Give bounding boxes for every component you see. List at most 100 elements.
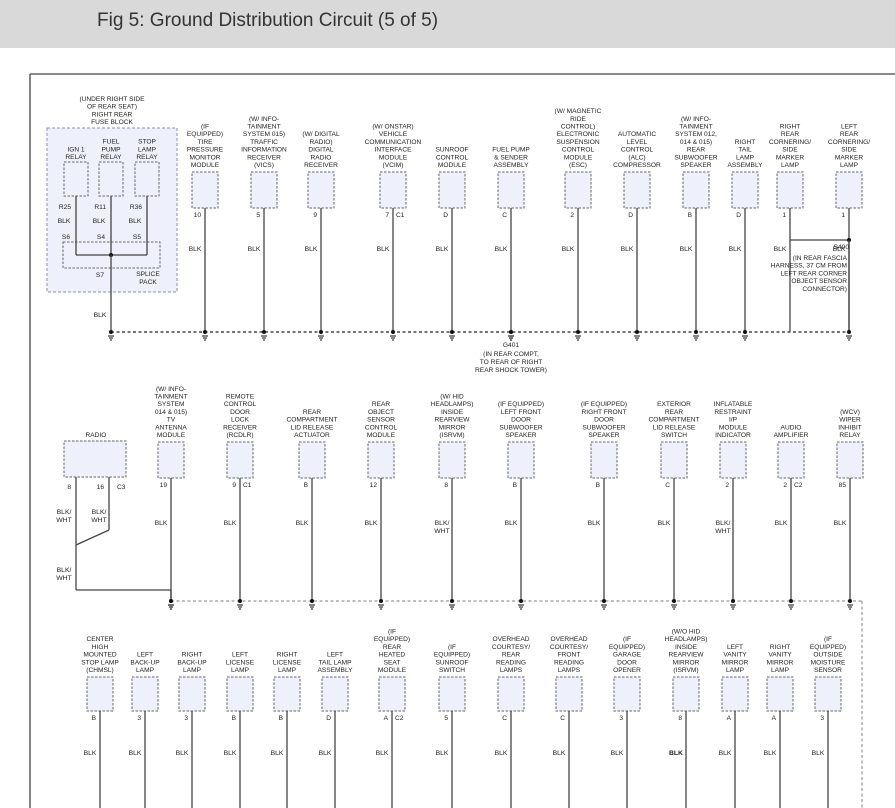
component-box bbox=[564, 171, 592, 209]
component-label: CONTROL) bbox=[561, 124, 595, 131]
component-label: LAMP bbox=[781, 162, 800, 169]
component-label: LAMP bbox=[771, 667, 790, 674]
pin-number: 85 bbox=[839, 482, 847, 489]
component-label: AUTOMATIC bbox=[618, 131, 656, 138]
wire-color-label: BLK bbox=[729, 246, 742, 253]
relay-label-line: RELAY bbox=[136, 154, 158, 161]
component-label: SWITCH bbox=[661, 432, 687, 439]
pin-number: 3 bbox=[184, 715, 188, 722]
component-label: (RCDLR) bbox=[226, 432, 253, 439]
pin-number: 8 bbox=[444, 482, 448, 489]
fuse-block-label-line: OF REAR SEAT) bbox=[87, 104, 137, 111]
component-label: MARKER bbox=[835, 154, 863, 161]
splice-pack-label-line: PACK bbox=[139, 279, 157, 286]
component-label: HEADLAMPS) bbox=[431, 401, 474, 408]
row1-component-2-ground-dot bbox=[319, 330, 323, 334]
pin-number: D bbox=[443, 212, 448, 219]
g401-ground-dot bbox=[509, 330, 513, 334]
component-box bbox=[555, 676, 583, 712]
component-label: REAR bbox=[840, 131, 859, 138]
component-label: (ESC) bbox=[569, 162, 587, 169]
component-label: INFORMATION bbox=[241, 147, 287, 154]
component-label: HEATED bbox=[379, 652, 405, 659]
relay-wire-color: BLK bbox=[58, 218, 71, 225]
row2-component-4: (W/ HIDHEADLAMPS)INSIDEREARVIEWMIRROR(IS… bbox=[431, 394, 474, 536]
radio-pin-b: 16 bbox=[97, 484, 105, 491]
component-label: SIDE bbox=[841, 147, 857, 154]
component-label: CONTROL bbox=[436, 154, 469, 161]
component-box bbox=[590, 441, 618, 479]
component-label: LAMP bbox=[278, 667, 297, 674]
wire-color-label: BLK bbox=[775, 520, 788, 527]
component-label: STOP LAMP bbox=[81, 659, 119, 666]
relay-label-line: STOP bbox=[138, 139, 156, 146]
component-box bbox=[157, 441, 185, 479]
pin-number: D bbox=[736, 212, 741, 219]
wire-color-label: BLK bbox=[436, 246, 449, 253]
row2-component-6: (IF EQUIPPED)RIGHT FRONTDOORSUBWOOFERSPE… bbox=[581, 401, 627, 527]
relay-wire-color: BLK bbox=[93, 218, 106, 225]
component-box bbox=[131, 676, 159, 712]
component-label: LEFT bbox=[232, 652, 248, 659]
component-label: READING bbox=[496, 659, 526, 666]
component-label: SWITCH bbox=[439, 667, 465, 674]
component-label: RIGHT bbox=[735, 139, 756, 146]
component-box bbox=[672, 676, 700, 712]
component-label: RADIO) bbox=[309, 139, 332, 146]
pin-number: 2 bbox=[570, 212, 574, 219]
row2-component-3-ground-dot bbox=[379, 599, 383, 603]
component-label: MIRROR bbox=[722, 659, 749, 666]
pin-number: B bbox=[279, 715, 284, 722]
pin-number: A bbox=[727, 715, 732, 722]
component-label: CONTROL bbox=[621, 147, 654, 154]
component-label: SUSPENSION bbox=[556, 139, 599, 146]
component-label: REAR bbox=[383, 644, 402, 651]
component-label: LAMPS bbox=[558, 667, 581, 674]
pin-number: A bbox=[772, 715, 777, 722]
row1-component-6: (W/ MAGNETICRIDECONTROL)ELECTRONICSUSPEN… bbox=[555, 108, 602, 253]
component-label: TAINMENT bbox=[679, 124, 712, 131]
connector-id: C1 bbox=[396, 212, 405, 219]
component-label: HEADLAMPS) bbox=[665, 636, 708, 643]
component-label: 014 & 015) bbox=[155, 409, 187, 416]
relay-splice-id: S6 bbox=[62, 234, 70, 241]
component-label: 014 & 015) bbox=[680, 139, 712, 146]
component-box bbox=[273, 676, 301, 712]
component-label: CONTROL bbox=[365, 424, 398, 431]
component-box bbox=[86, 676, 114, 712]
component-label: LAMP bbox=[136, 667, 155, 674]
component-label: DOOR bbox=[617, 659, 637, 666]
radio-wire-a-color: WHT bbox=[56, 517, 71, 524]
wire-color-label: BLK bbox=[224, 750, 237, 757]
relay-label-line: PUMP bbox=[101, 146, 121, 153]
component-label: FRONT bbox=[558, 652, 581, 659]
row2-component-10-ground-dot bbox=[848, 599, 852, 603]
component-label: EQUIPPED) bbox=[810, 644, 846, 651]
component-label: RIDE bbox=[570, 116, 586, 123]
component-label: (IF bbox=[201, 124, 209, 131]
wire-color-label: BLK bbox=[271, 750, 284, 757]
wire-color-label: BLK bbox=[833, 246, 846, 253]
row2-component-1-ground-dot bbox=[238, 599, 242, 603]
wire-color-label: BLK bbox=[189, 246, 202, 253]
pin-number: 2 bbox=[783, 482, 787, 489]
component-label: COMPARTMENT bbox=[648, 417, 699, 424]
component-box bbox=[623, 171, 651, 209]
component-box bbox=[191, 171, 219, 209]
component-label: OPENER bbox=[613, 667, 641, 674]
wire-color-label: BLK bbox=[669, 750, 683, 757]
wire-color-label: BLK bbox=[505, 520, 518, 527]
wire-color-label: BLK bbox=[764, 750, 777, 757]
component-label: (W/ INFO- bbox=[156, 386, 186, 393]
component-label: LEFT bbox=[841, 124, 857, 131]
component-box bbox=[814, 676, 842, 712]
wire-color-label: BLK bbox=[84, 750, 97, 757]
component-label: RADIO bbox=[311, 154, 332, 161]
